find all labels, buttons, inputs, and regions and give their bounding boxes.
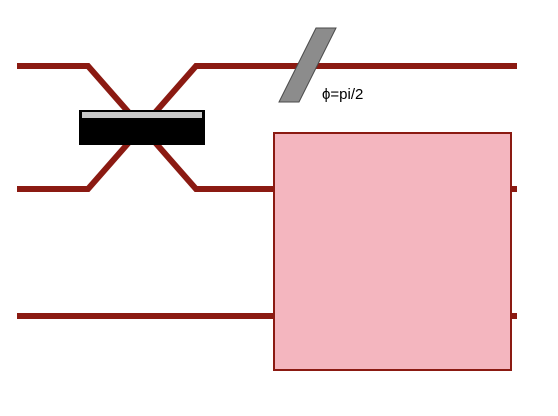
phase-shifter-label: ϕ=pi/2	[322, 86, 363, 103]
beam-splitter	[79, 110, 205, 145]
beam-splitter-top-stripe	[82, 112, 202, 118]
phase-shifter-plate	[278, 27, 337, 103]
phase-shifter: ϕ=pi/2	[278, 27, 363, 103]
pink-box	[273, 132, 512, 371]
